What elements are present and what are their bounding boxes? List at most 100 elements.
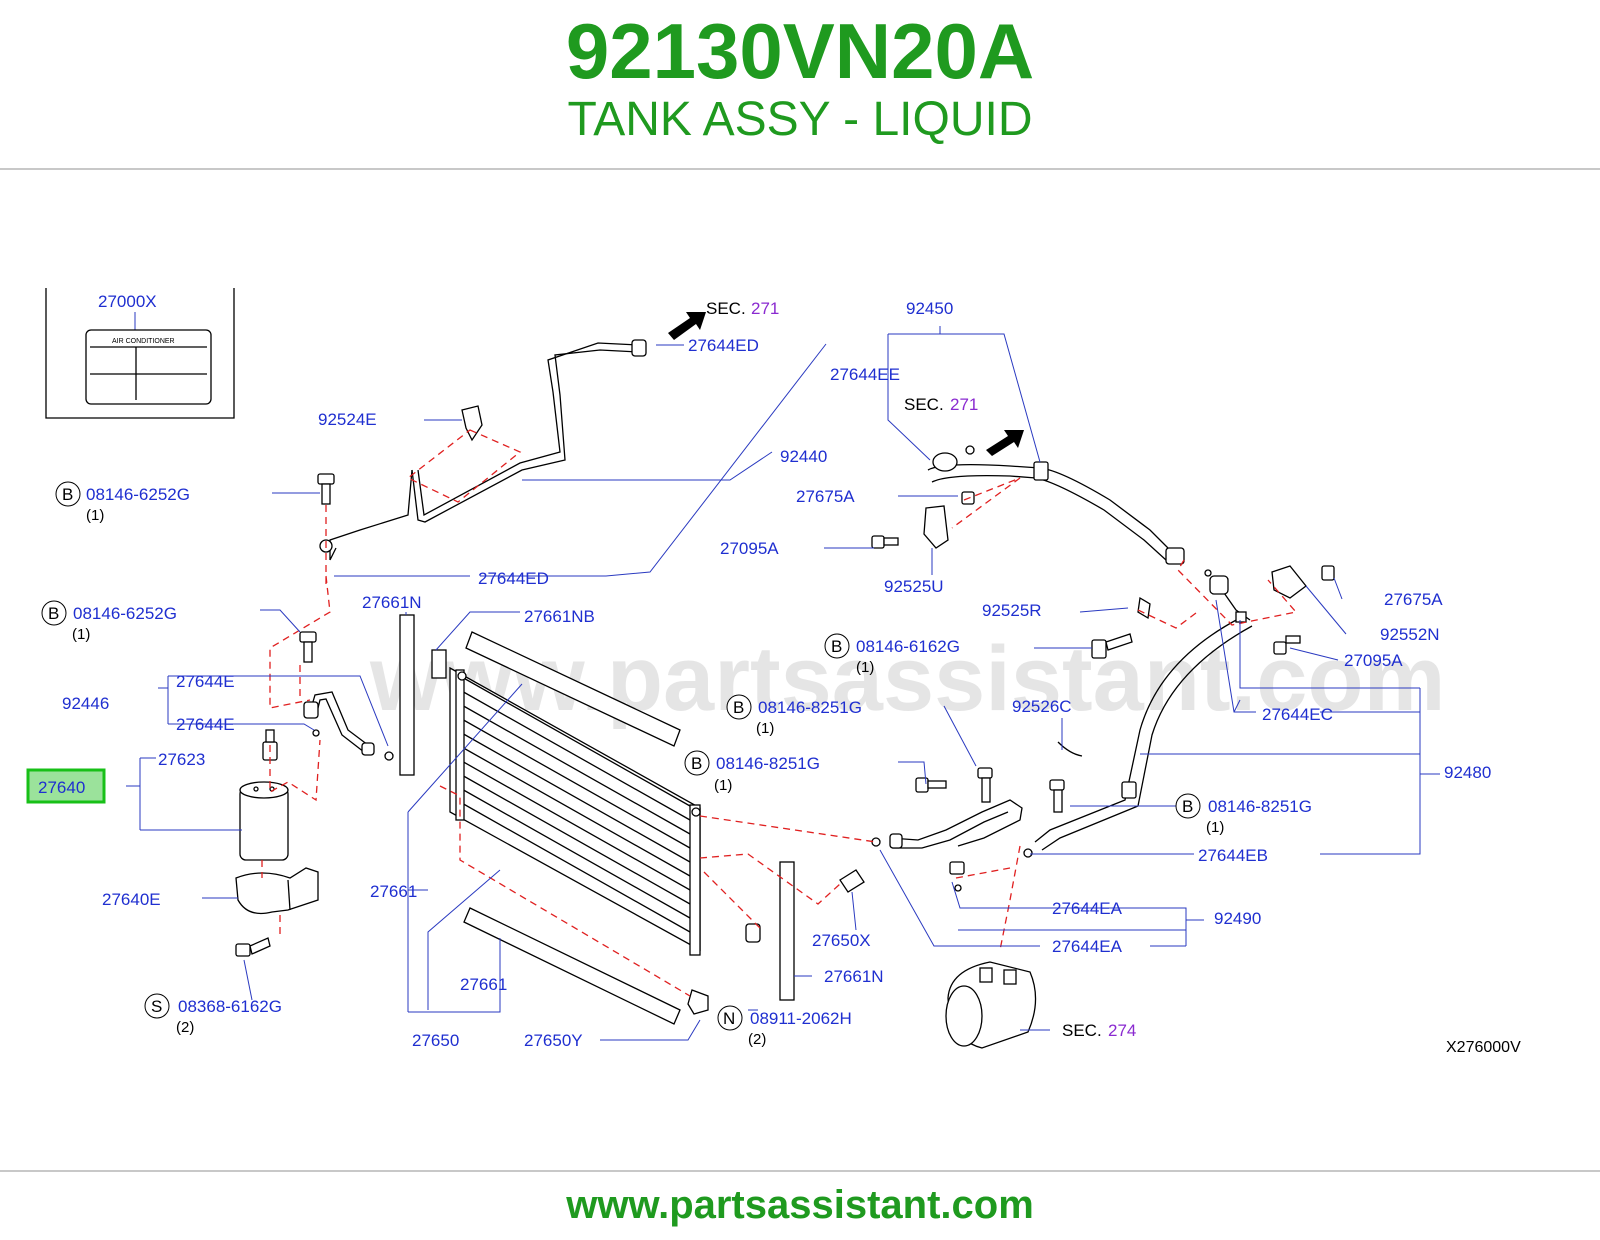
part-label-27675a[interactable]: 27675A	[796, 487, 855, 506]
part-label-92446[interactable]: 92446	[62, 694, 109, 713]
qty-08146-8251g: (1)	[714, 777, 732, 794]
seal-27661nb	[431, 649, 447, 679]
part-label-08911-2062h[interactable]: 08911-2062H	[750, 1009, 852, 1028]
part-label-92480[interactable]: 92480	[1444, 763, 1491, 782]
part-label-27650x[interactable]: 27650X	[812, 931, 871, 950]
clip-92526c	[1057, 741, 1083, 757]
liquid-tank-27640	[239, 781, 289, 861]
part-label-27675a[interactable]: 27675A	[1384, 590, 1443, 609]
part-label-27095a[interactable]: 27095A	[1344, 651, 1403, 670]
part-label-92490[interactable]: 92490	[1214, 909, 1261, 928]
circle-code-n: N	[723, 1009, 735, 1028]
page-title: 92130VN20A	[565, 7, 1035, 95]
part-label-27644ea[interactable]: 27644EA	[1052, 899, 1123, 918]
part-label-27623[interactable]: 27623	[158, 750, 205, 769]
compressor-sec274	[945, 961, 1037, 1049]
arrow-icon-sec271-b	[986, 430, 1024, 456]
part-label-92525r[interactable]: 92525R	[982, 601, 1042, 620]
part-label-08146-6252g[interactable]: 08146-6252G	[73, 604, 177, 623]
part-label-27661[interactable]: 27661	[370, 882, 417, 901]
part-label-08146-8251g[interactable]: 08146-8251G	[1208, 797, 1312, 816]
part-label-27644ee[interactable]: 27644EE	[830, 365, 900, 384]
page-subtitle: TANK ASSY - LIQUID	[567, 93, 1033, 146]
condenser-27650	[449, 666, 701, 956]
pipe-92490	[871, 799, 1023, 892]
circle-code-b: B	[48, 604, 59, 623]
seal-27661-low-bar	[463, 907, 681, 1025]
part-label-08146-8251g[interactable]: 08146-8251G	[716, 754, 820, 773]
nut-08911-2062h	[687, 923, 761, 1015]
part-label-92524e[interactable]: 92524E	[318, 410, 377, 429]
header-divider	[0, 168, 1600, 170]
part-label-08146-6252g[interactable]: 08146-6252G	[86, 485, 190, 504]
bracket-92552n	[1271, 565, 1307, 599]
part-label-27644ed[interactable]: 27644ED	[688, 336, 759, 355]
qty-08146-6162g: (1)	[856, 659, 874, 676]
seal-27661n-top	[399, 614, 415, 776]
pipe-92440	[319, 339, 647, 561]
bolt-27095a-a	[871, 535, 899, 549]
bolt-08146-6162g	[1091, 633, 1133, 659]
part-label-08146-6162g[interactable]: 08146-6162G	[856, 637, 960, 656]
bolt-08146-6252g-b	[299, 631, 317, 663]
part-label-27644ed[interactable]: 27644ED	[478, 569, 549, 588]
part-label-27650y[interactable]: 27650Y	[524, 1031, 583, 1050]
leader-lines	[126, 326, 1440, 1041]
section-number: 271	[751, 299, 779, 318]
bolt-08146-8251g-c	[1049, 779, 1065, 813]
clip-92524e	[461, 405, 483, 442]
qty-08146-6252g: (1)	[72, 626, 90, 643]
part-label-27000x[interactable]: 27000X	[98, 292, 157, 311]
part-label-27644e[interactable]: 27644E	[176, 672, 235, 691]
part-label-92552n[interactable]: 92552N	[1380, 625, 1440, 644]
circle-code-b: B	[733, 698, 744, 717]
part-label-27661n[interactable]: 27661N	[362, 593, 422, 612]
part-label-27640e[interactable]: 27640E	[102, 890, 161, 909]
part-label-27661n[interactable]: 27661N	[824, 967, 884, 986]
part-label-27640-highlighted[interactable]: 27640	[38, 778, 85, 797]
circle-code-b: B	[831, 637, 842, 656]
bolt-08146-8251g-b	[915, 777, 947, 793]
arrow-icon-sec271-a	[668, 312, 706, 340]
circle-code-b: B	[1182, 797, 1193, 816]
bolt-27675a-b	[1321, 565, 1335, 581]
qty-08146-6252g: (1)	[86, 507, 104, 524]
section-ref-271-a[interactable]: SEC. 271	[706, 299, 779, 318]
part-label-27644e[interactable]: 27644E	[176, 715, 235, 734]
part-label-92525u[interactable]: 92525U	[884, 577, 944, 596]
part-label-27644ec[interactable]: 27644EC	[1262, 705, 1333, 724]
part-label-08146-8251g[interactable]: 08146-8251G	[758, 698, 862, 717]
sensor-27650x	[839, 869, 865, 893]
section-ref-274[interactable]: SEC. 274	[1062, 1021, 1136, 1040]
part-label-27095a[interactable]: 27095A	[720, 539, 779, 558]
part-labels: 27644ED 92524E 08146-6252G (1) 92440 276…	[38, 299, 1491, 1050]
bolt-08368-6162g	[235, 937, 271, 957]
section-prefix: SEC.	[1062, 1021, 1102, 1040]
dashed-connectors	[261, 429, 1298, 997]
circle-markers: B B B B B B S N	[41, 481, 1201, 1031]
part-label-27650[interactable]: 27650	[412, 1031, 459, 1050]
bracket-92525u	[923, 505, 949, 549]
part-label-08368-6162g[interactable]: 08368-6162G	[178, 997, 282, 1016]
bolt-08146-8251g-a	[977, 767, 993, 803]
part-label-92450[interactable]: 92450	[906, 299, 953, 318]
section-ref-271-b[interactable]: SEC. 271	[904, 395, 978, 414]
part-label-27644ea[interactable]: 27644EA	[1052, 937, 1123, 956]
footer-divider	[0, 1170, 1600, 1172]
part-label-92526c[interactable]: 92526C	[1012, 697, 1072, 716]
part-label-27661[interactable]: 27661	[460, 975, 507, 994]
part-label-27644eb[interactable]: 27644EB	[1198, 846, 1268, 865]
pipe-92480	[1023, 569, 1253, 858]
qty-08368-6162g: (2)	[176, 1019, 194, 1036]
label-caption: AIR CONDITIONER	[112, 338, 175, 345]
section-number: 274	[1108, 1021, 1136, 1040]
bolt-08146-6252g-a	[317, 473, 335, 505]
section-number: 271	[950, 395, 978, 414]
part-label-92440[interactable]: 92440	[780, 447, 827, 466]
footer-url[interactable]: www.partsassistant.com	[566, 1183, 1034, 1227]
qty-08911-2062h: (2)	[748, 1031, 766, 1048]
part-label-27661nb[interactable]: 27661NB	[524, 607, 595, 626]
bolt-27095a-b	[1273, 635, 1301, 655]
section-prefix: SEC.	[706, 299, 746, 318]
